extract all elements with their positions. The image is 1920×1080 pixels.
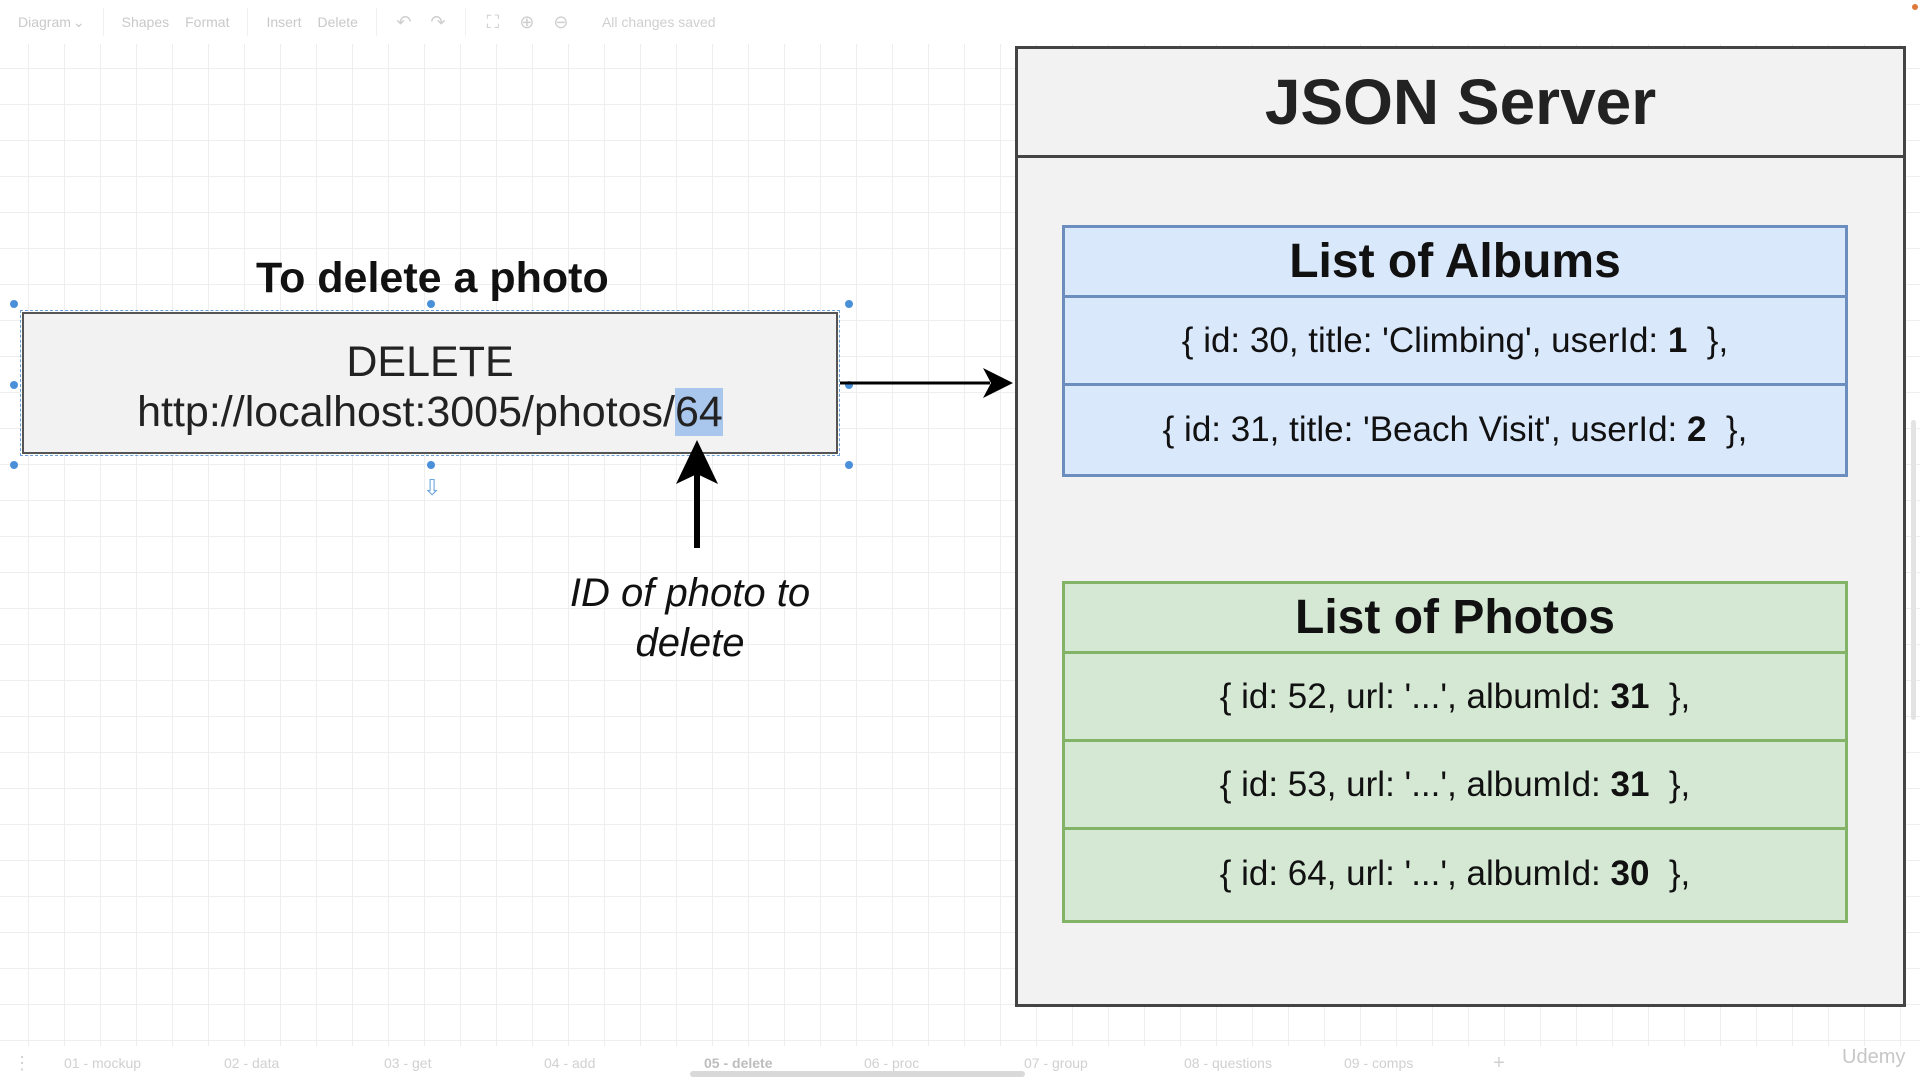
edit-group: Insert Delete [248,8,377,36]
album-row[interactable]: { id: 30, title: 'Climbing', userId: 1 }… [1065,298,1845,386]
delete-button[interactable]: Delete [317,14,358,30]
id-pointer-arrowhead [676,440,718,484]
format-button[interactable]: Format [185,14,230,30]
tab-proc[interactable]: 06 - proc [864,1055,920,1071]
tab-data[interactable]: 02 - data [224,1055,280,1071]
view-group: ⛶ ⊕ ⊖ [466,8,588,36]
tab-get[interactable]: 03 - get [384,1055,432,1071]
resize-handle-ne[interactable] [845,300,853,308]
url-prefix: http://localhost:3005/photos/ [137,388,676,436]
status-dot [1912,4,1918,10]
insert-button[interactable]: Insert [266,14,302,30]
chevron-down-icon[interactable]: ⌄ [72,13,85,30]
request-box[interactable]: DELETE http://localhost:3005/photos/64 [20,310,840,456]
request-method: DELETE [346,338,514,386]
request-url: http://localhost:3005/photos/64 [24,388,836,437]
toolbar: Diagram ⌄ Shapes Format Insert Delete ↶ … [0,0,1920,44]
zoom-in-icon[interactable]: ⊕ [519,11,535,32]
vertical-scrollbar[interactable] [1911,420,1916,720]
history-group: ↶ ↷ [377,8,466,36]
photos-table[interactable]: List of Photos { id: 52, url: '...', alb… [1062,581,1848,923]
resize-handle-n[interactable] [427,300,435,308]
tab-add[interactable]: 04 - add [544,1055,596,1071]
photo-row[interactable]: { id: 64, url: '...', albumId: 30 }, [1219,854,1691,893]
tab-delete[interactable]: 05 - delete [704,1055,773,1071]
json-server-container[interactable]: JSON Server List of Albums { id: 30, tit… [1015,46,1906,1007]
albums-title: List of Albums [1065,228,1845,298]
save-status: All changes saved [601,14,716,30]
photos-title: List of Photos [1065,584,1845,654]
horizontal-scrollbar[interactable] [690,1071,1025,1077]
diagram-title[interactable]: To delete a photo [256,254,609,302]
id-caption[interactable]: ID of photo to delete [569,571,811,665]
request-to-server-arrowhead [983,368,1013,398]
diagram-menu[interactable]: Diagram [18,14,71,30]
tab-group[interactable]: 07 - group [1024,1055,1088,1071]
redo-icon[interactable]: ↷ [430,11,446,32]
zoom-out-icon[interactable]: ⊖ [553,11,569,32]
diagram-menu-group: Diagram ⌄ [0,8,104,36]
pages-menu-icon[interactable]: ⋮ [13,1052,31,1073]
server-title: JSON Server [1018,49,1903,158]
resize-handle-se[interactable] [845,461,853,469]
resize-handle-s[interactable] [427,461,435,469]
fullscreen-icon[interactable]: ⛶ [486,11,500,32]
resize-handle-e[interactable] [845,381,853,389]
blue-down-arrow-icon[interactable]: ⇩ [423,476,441,501]
url-id-highlight: 64 [675,388,723,436]
shapes-button[interactable]: Shapes [121,14,170,30]
resize-handle-sw[interactable] [10,461,18,469]
photo-row[interactable]: { id: 53, url: '...', albumId: 31 }, [1065,742,1845,830]
undo-icon[interactable]: ↶ [396,11,412,32]
resize-handle-w[interactable] [10,381,18,389]
albums-table[interactable]: List of Albums { id: 30, title: 'Climbin… [1062,225,1848,477]
album-row[interactable]: { id: 31, title: 'Beach Visit', userId: … [1162,410,1748,449]
panel-group: Shapes Format [104,8,249,36]
add-page-icon[interactable]: + [1493,1051,1505,1074]
resize-handle-nw[interactable] [10,300,18,308]
udemy-logo: Udemy [1842,1046,1906,1068]
tab-mockup[interactable]: 01 - mockup [64,1055,142,1071]
photo-row[interactable]: { id: 52, url: '...', albumId: 31 }, [1065,654,1845,742]
tab-comps[interactable]: 09 - comps [1344,1055,1414,1071]
tab-questions[interactable]: 08 - questions [1184,1055,1272,1071]
